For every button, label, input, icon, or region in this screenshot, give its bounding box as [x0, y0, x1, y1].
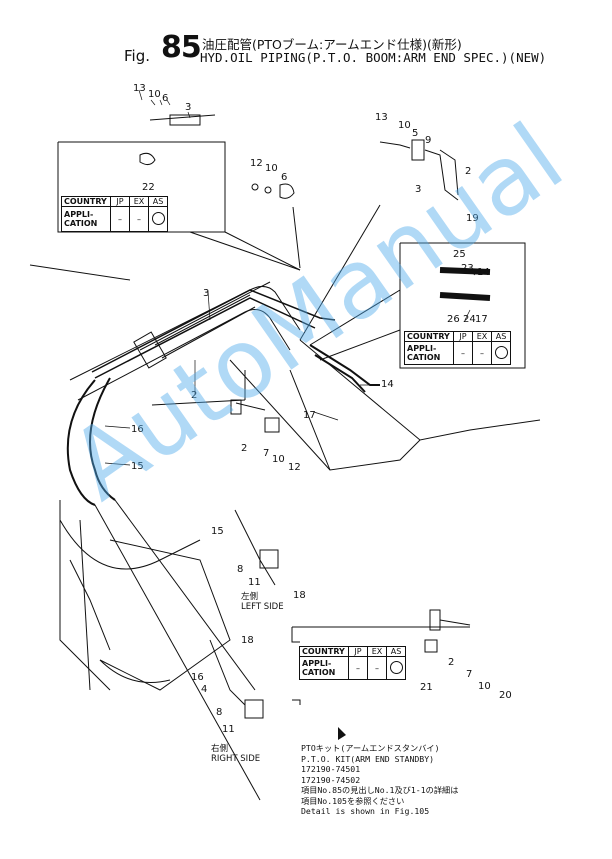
callout-4: 4 — [201, 684, 207, 695]
col-as: AS — [386, 646, 406, 657]
callout-10c: 10 — [398, 120, 411, 131]
callout-17a: 17 — [475, 314, 488, 325]
country-label: COUNTRY — [404, 331, 454, 342]
country-label: COUNTRY — [61, 196, 111, 207]
callout-3b: 3 — [415, 184, 421, 195]
col-jp: JP — [110, 196, 130, 207]
application-label: APPLI-CATION — [299, 656, 349, 680]
callout-8a: 8 — [237, 564, 243, 575]
callout-3c: 3 — [203, 288, 209, 299]
callout-2c: 2 — [241, 443, 247, 454]
callout-12a: 12 — [250, 158, 263, 169]
kit-notes: PTOキット(アームエンドスタンバイ) P.T.O. KIT(ARM END S… — [301, 743, 458, 817]
right-side-label: 右側 RIGHT SIDE — [211, 744, 260, 764]
callout-10b: 10 — [265, 163, 278, 174]
callout-7a: 7 — [263, 448, 269, 459]
callout-26: 26 — [447, 314, 460, 325]
callout-10e: 10 — [478, 681, 491, 692]
callout-8b: 8 — [216, 707, 222, 718]
callout-18a: 18 — [293, 590, 306, 601]
applicable-mark — [151, 211, 165, 225]
applicable-mark — [494, 345, 508, 359]
col-ex: EX — [472, 331, 492, 342]
val-jp: – — [453, 341, 473, 365]
col-ex: EX — [129, 196, 149, 207]
kit-line-6: 項目No.105を参照ください — [301, 795, 405, 806]
applicable-mark — [389, 660, 403, 674]
callout-6a: 6 — [162, 93, 168, 104]
right-side-en: RIGHT SIDE — [211, 754, 261, 764]
figure-number: 85 — [161, 30, 202, 65]
col-ex: EX — [367, 646, 387, 657]
callout-14b: 14 — [381, 379, 394, 390]
val-as — [491, 341, 511, 365]
callout-14a: 14 — [477, 267, 490, 278]
left-side-label: 左側 LEFT SIDE — [241, 592, 284, 612]
col-jp: JP — [348, 646, 368, 657]
callout-12b: 12 — [288, 462, 301, 473]
application-table-3: COUNTRY JP EX AS APPLI-CATION – – — [299, 646, 406, 680]
callout-15a: 15 — [131, 461, 144, 472]
callout-24: 24 — [463, 314, 476, 325]
callout-13b: 13 — [375, 112, 388, 123]
val-jp: – — [348, 656, 368, 680]
callout-16b: 16 — [191, 672, 204, 683]
kit-line-4: 172190-74502 — [301, 774, 361, 785]
callout-2d: 2 — [448, 657, 454, 668]
callout-17b: 17 — [303, 410, 316, 421]
figure-label: Fig. — [124, 47, 150, 65]
callout-2a: 2 — [465, 166, 471, 177]
detail-box-bottom-right — [291, 627, 300, 643]
val-as — [386, 656, 406, 680]
callout-11a: 11 — [248, 577, 261, 588]
left-side-jp: 左側 — [241, 592, 259, 602]
kit-line-7: Detail is shown in Fig.105 — [301, 806, 430, 816]
callout-10a: 10 — [148, 89, 161, 100]
pointer-arrow — [338, 727, 346, 740]
callout-25: 25 — [453, 249, 466, 260]
val-ex: – — [472, 341, 492, 365]
val-as — [148, 206, 168, 232]
callout-18b: 18 — [241, 635, 254, 646]
col-as: AS — [491, 331, 511, 342]
left-side-en: LEFT SIDE — [241, 602, 284, 612]
callout-3a: 3 — [185, 102, 191, 113]
callout-7b: 7 — [466, 669, 472, 680]
callout-22: 22 — [142, 182, 155, 193]
callout-16a: 16 — [131, 424, 144, 435]
callout-2b: 2 — [191, 390, 197, 401]
callout-11b: 11 — [222, 724, 235, 735]
callout-15b: 15 — [211, 526, 224, 537]
callout-23: 23 — [461, 263, 474, 274]
callout-19: 19 — [466, 213, 479, 224]
val-jp: – — [110, 206, 130, 232]
col-as: AS — [148, 196, 168, 207]
kit-line-1: PTOキット(アームエンドスタンバイ) — [301, 743, 440, 753]
callout-20: 20 — [499, 690, 512, 701]
title-english: HYD.OIL PIPING(P.T.O. BOOM:ARM END SPEC.… — [200, 50, 547, 65]
kit-line-3: 172190-74501 — [301, 764, 361, 774]
kit-line-5: 項目No.85の見出しNo.1及び1-1の詳細は — [301, 785, 459, 795]
col-jp: JP — [453, 331, 473, 342]
callout-10d: 10 — [272, 454, 285, 465]
application-label: APPLI-CATION — [404, 341, 454, 365]
callout-9: 9 — [425, 135, 431, 146]
callout-5: 5 — [412, 128, 418, 139]
title-japanese: 油圧配管(PTOブーム:アームエンド仕様)(新形) — [202, 37, 462, 52]
application-table-1: COUNTRY JP EX AS APPLI-CATION – – — [61, 196, 168, 232]
application-label: APPLI-CATION — [61, 206, 111, 232]
val-ex: – — [129, 206, 149, 232]
callout-13: 13 — [133, 83, 146, 94]
callout-6b: 6 — [281, 172, 287, 183]
right-side-jp: 右側 — [211, 744, 229, 754]
application-table-2: COUNTRY JP EX AS APPLI-CATION – – — [404, 331, 511, 365]
val-ex: – — [367, 656, 387, 680]
kit-line-2: P.T.O. KIT(ARM END STANDBY) — [301, 753, 435, 764]
country-label: COUNTRY — [299, 646, 349, 657]
callout-21: 21 — [420, 682, 433, 693]
detail-box-hose — [399, 242, 526, 369]
